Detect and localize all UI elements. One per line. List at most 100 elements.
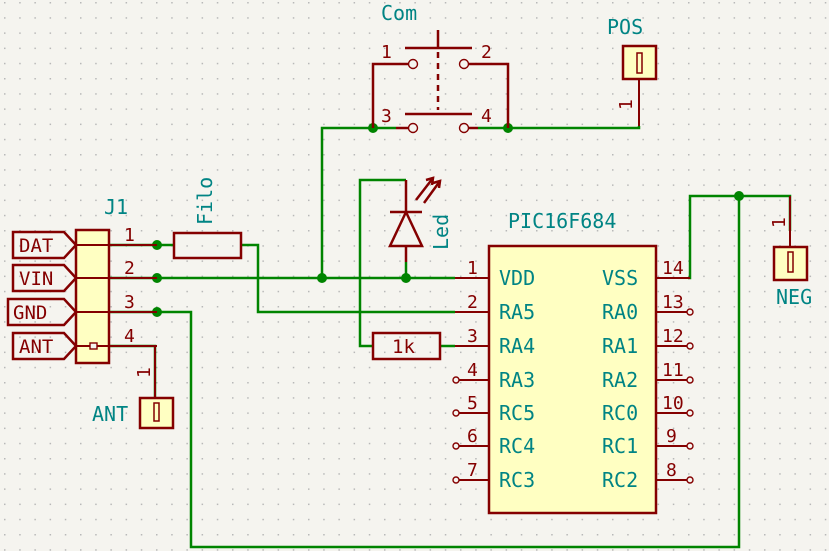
switch-ref: Com <box>381 1 417 25</box>
mcu-pin-open <box>686 409 694 417</box>
resistor-1k[interactable]: 1k <box>371 331 442 361</box>
switch-lead-1 <box>371 62 409 128</box>
port-ant[interactable]: ANT <box>11 331 78 361</box>
wire-filo-to-ra5 <box>241 243 455 314</box>
port-dat[interactable]: DAT <box>11 230 78 260</box>
neg-pad-marker <box>787 251 794 273</box>
mcu-pin-number: 4 <box>467 360 478 381</box>
mcu-pin-number: 10 <box>662 393 684 414</box>
resistor-body <box>371 331 442 361</box>
neg-pin-number: 1 <box>769 217 790 228</box>
resistor-value: 1k <box>392 336 415 358</box>
junction-dot <box>734 191 744 201</box>
wire-switch-to-pos <box>478 126 641 130</box>
port-ant-shape <box>11 331 78 361</box>
connector-slot <box>89 342 98 350</box>
mcu-pin-number: 1 <box>467 258 478 279</box>
port-vin-label: VIN <box>19 268 53 290</box>
mcu-pin-name: RA4 <box>499 334 535 358</box>
mcu-pin-name: RA2 <box>602 368 638 392</box>
switch-pin-3: 3 <box>381 106 392 127</box>
connector-pin-number: 4 <box>124 326 135 347</box>
mcu-pin-number: 12 <box>662 326 684 347</box>
connector-body <box>74 228 111 365</box>
switch-contact-4 <box>458 122 470 134</box>
filo-label: Filo <box>193 177 217 225</box>
mcu-pin-open <box>452 409 460 417</box>
wire-led-to-r <box>358 178 406 348</box>
switch-contact-1 <box>407 58 419 70</box>
switch-pin-1: 1 <box>381 42 392 63</box>
mcu-pin-name: RC3 <box>499 468 535 492</box>
connector-pin-number: 3 <box>124 292 135 313</box>
mcu-pin-number: 8 <box>666 460 677 481</box>
mcu-pin-name: VSS <box>602 266 638 290</box>
mcu-pin-name: RC2 <box>602 468 638 492</box>
ant-pad[interactable]: 1 ANT <box>92 346 175 430</box>
mcu-pin-open <box>452 476 460 484</box>
connector-pin-number: 1 <box>124 225 135 246</box>
led-label: Led <box>429 214 453 250</box>
switch-pin-2: 2 <box>481 42 492 63</box>
mcu-pin-open <box>686 308 694 316</box>
led-arrow-2 <box>422 180 442 204</box>
push-switch[interactable]: Com 1 2 3 4 <box>371 1 510 134</box>
mcu-pin-name: VDD <box>499 266 535 290</box>
mcu-pin-open <box>686 442 694 450</box>
mcu-pin-name: RC0 <box>602 401 638 425</box>
neg-pad-body <box>772 245 809 282</box>
port-gnd-label: GND <box>13 302 47 324</box>
led-arrow-1 <box>415 177 434 201</box>
junction-dot <box>317 273 327 283</box>
filo-body <box>172 231 243 260</box>
wire-switch-to-vdd <box>320 126 373 278</box>
pos-pad[interactable]: POS 1 <box>607 15 658 126</box>
led[interactable]: Led <box>388 176 453 262</box>
pos-label: POS <box>607 15 643 39</box>
mcu-pin-open <box>452 376 460 384</box>
switch-lead-2 <box>467 62 510 128</box>
led-arrow-2-head <box>432 179 442 189</box>
mcu-pin-number: 13 <box>662 292 684 313</box>
port-vin-shape <box>11 263 78 293</box>
ant-label: ANT <box>92 402 128 426</box>
neg-label: NEG <box>776 285 812 309</box>
switch-contact-3 <box>407 122 419 134</box>
mcu-pin-number: 2 <box>467 292 478 313</box>
port-gnd[interactable]: GND <box>6 297 78 327</box>
mcu-pin-number: 11 <box>662 360 684 381</box>
mcu-pin-open <box>452 442 460 450</box>
pos-pin-number: 1 <box>616 99 637 110</box>
port-ant-label: ANT <box>19 336 53 358</box>
mcu-pin-open <box>686 342 694 350</box>
mcu-pin-number: 3 <box>467 326 478 347</box>
mcu-pin-name: RA5 <box>499 300 535 324</box>
mcu-pin-open <box>686 376 694 384</box>
mcu-pin-open <box>686 476 694 484</box>
led-arrow-1-head <box>425 176 435 186</box>
mcu-pin-number: 6 <box>467 426 478 447</box>
port-gnd-shape <box>6 297 78 327</box>
pos-pad-body <box>621 44 658 81</box>
connector-ref: J1 <box>104 195 128 219</box>
connector-j1[interactable]: J1 1 2 3 4 <box>74 195 157 365</box>
port-vin[interactable]: VIN <box>11 263 78 293</box>
connector-pin-number: 2 <box>124 258 135 279</box>
mcu-pin-name: RA3 <box>499 368 535 392</box>
ant-pad-marker <box>153 402 160 422</box>
port-dat-shape <box>11 230 78 260</box>
filo-resistor[interactable]: Filo <box>172 177 243 260</box>
ant-pin-number: 1 <box>134 367 155 378</box>
mcu-pic16f684[interactable]: PIC16F684 1 VDD 2 RA5 3 RA4 <box>452 209 694 515</box>
mcu-pin-number: 5 <box>467 393 478 414</box>
mcu-name: PIC16F684 <box>508 209 616 233</box>
port-dat-label: DAT <box>19 235 53 257</box>
mcu-pin-name: RC4 <box>499 434 535 458</box>
ant-pad-body <box>138 396 175 430</box>
switch-contact-2 <box>458 58 470 70</box>
mcu-pin-name: RA1 <box>602 334 638 358</box>
neg-pad[interactable]: 1 NEG <box>769 196 812 309</box>
pos-pad-marker <box>636 52 643 74</box>
mcu-pin-number: 9 <box>666 426 677 447</box>
mcu-pin-number: 14 <box>662 258 684 279</box>
